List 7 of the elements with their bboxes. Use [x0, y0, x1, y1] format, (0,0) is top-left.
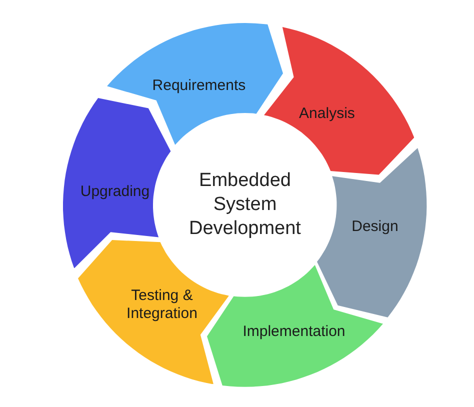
segment-label: Analysis — [298, 104, 356, 123]
segment-label: Upgrading — [79, 182, 151, 201]
segment-label: Implementation — [242, 322, 346, 341]
segment-label: Design — [350, 218, 400, 236]
segment-label: Requirements — [151, 76, 247, 95]
center-title: Embedded System Development — [188, 169, 302, 241]
segment-label: Testing & Integration — [126, 286, 198, 323]
